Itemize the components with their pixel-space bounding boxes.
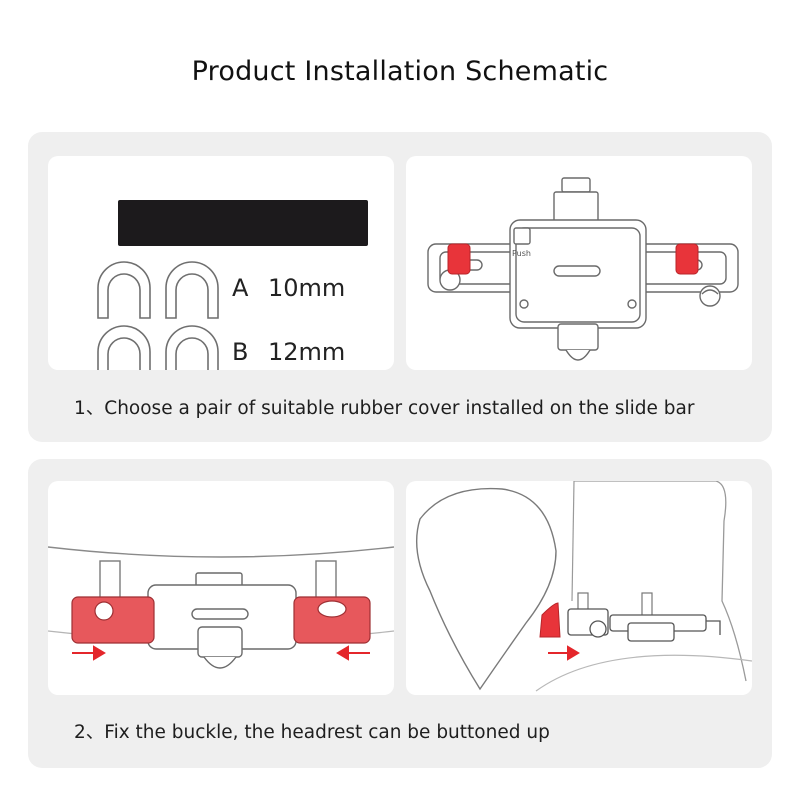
step-1-section: A 10mm B 12mm	[28, 132, 772, 442]
step-2-caption: 2、Fix the buckle, the headrest can be bu…	[74, 722, 550, 743]
option-b-letter: B	[232, 338, 249, 366]
option-a-letter: A	[232, 274, 249, 302]
rubber-cover-options-panel: A 10mm B 12mm	[48, 156, 394, 370]
mount-with-rubber-covers-illustration: Push	[427, 177, 739, 361]
buckle-fixing-illustration	[48, 546, 394, 669]
slide-bar-illustration	[118, 200, 368, 246]
buckle-closeup-panel	[48, 481, 394, 695]
step-1-caption: 1、Choose a pair of suitable rubber cover…	[74, 398, 695, 419]
step-2-section: 2、Fix the buckle, the headrest can be bu…	[28, 459, 772, 768]
rubber-cover-b-pair-icon	[97, 325, 219, 370]
mount-with-covers-panel: Push	[406, 156, 752, 370]
headrest-mount-illustration	[415, 481, 752, 692]
headrest-mount-panel	[406, 481, 752, 695]
option-a-size: 10mm	[268, 274, 346, 302]
push-label: Push	[512, 249, 531, 258]
option-b-size: 12mm	[268, 338, 346, 366]
page-title: Product Installation Schematic	[191, 56, 609, 87]
rubber-cover-a-pair-icon	[97, 261, 219, 319]
